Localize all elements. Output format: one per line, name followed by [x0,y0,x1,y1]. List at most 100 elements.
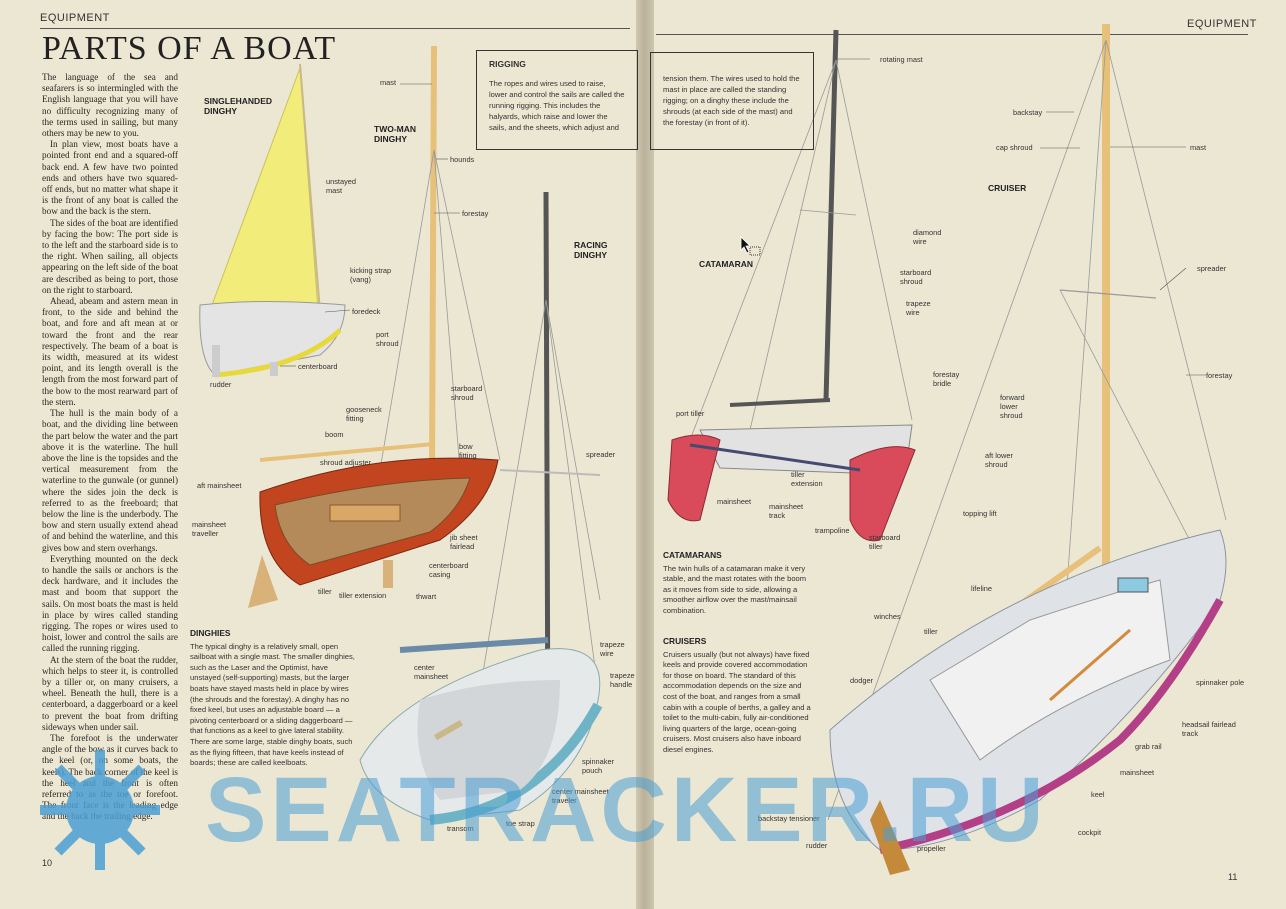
heading-catamaran: CATAMARAN [699,259,753,269]
label-kicking-strap: kicking strap (vang) [350,266,392,284]
label-topping-lift: topping lift [963,509,997,518]
page-title: PARTS OF A BOAT [42,30,337,67]
label-tiller-extension-cat: tiller extension [791,470,823,488]
body-paragraph: Ahead, abeam and astern mean in front, t… [42,296,178,407]
label-bow-fitting: bow fitting [459,442,477,460]
label-foredeck: foredeck [352,307,381,316]
body-paragraph: Everything mounted on the deck to handle… [42,553,178,654]
rigging-box-part2: tension them. The wires used to hold the… [650,52,814,150]
rigging-box-part1: RIGGING The ropes and wires used to rais… [476,50,638,150]
heading-two-man-dinghy: TWO-MAN DINGHY [374,124,417,144]
catamaran-illustration [667,29,916,542]
header-rule-left [40,28,630,29]
racing-dinghy-illustration [359,191,603,825]
label-cockpit: cockpit [1078,828,1102,837]
label-rotating-mast: rotating mast [880,55,923,64]
label-cap-shroud: cap shroud [996,143,1033,152]
label-lifeline: lifeline [971,584,992,593]
label-tiller-extension: tiller extension [339,591,387,600]
body-paragraph: The sides of the boat are identified by … [42,217,178,295]
cruiser-illustration [827,24,1227,875]
label-boom: boom [325,430,344,439]
label-hounds: hounds [450,155,475,164]
heading-singlehanded-dinghy: SINGLEHANDED DINGHY [204,96,273,116]
label-thwart: thwart [416,592,437,601]
rigging-text-2: tension them. The wires used to hold the… [663,74,800,127]
label-toe-strap: toe strap [506,819,535,828]
label-tiller-cruiser: tiller [924,627,938,636]
header-left: EQUIPMENT [40,12,110,24]
body-paragraph: The forefoot is the underwater angle of … [42,732,178,822]
label-propeller: propeller [917,844,946,853]
body-paragraph: The language of the sea and seafarers is… [42,72,178,139]
body-paragraph: In plan view, most boats have a pointed … [42,139,178,217]
label-center-mainsheet: center mainsheet [414,663,449,681]
label-centerboard: centerboard [298,362,338,371]
label-keel: keel [1091,790,1105,799]
label-mainsheet-cruiser: mainsheet [1120,768,1155,777]
label-starboard-shroud: starboard shroud [451,384,483,402]
header-rule-right [656,34,1248,35]
body-paragraph: At the stern of the boat the rudder, whi… [42,654,178,732]
leader-lines [280,58,1206,376]
label-grab-rail: grab rail [1135,742,1162,751]
label-spreader-cruiser: spreader [1197,264,1227,273]
label-mainsheet-traveller: mainsheet traveller [192,520,227,538]
label-backstay: backstay [1013,108,1043,117]
label-aft-lower-shroud: aft lower shroud [985,451,1013,469]
label-rudder-cruiser: rudder [806,841,828,850]
page-number-left: 10 [42,858,53,868]
cruisers-text: Cruisers usually (but not always) have f… [663,649,811,754]
label-shroud-adjuster: shroud adjuster [320,458,371,467]
label-mainsheet-cat: mainsheet [717,497,752,506]
label-center-mainsheet-traveler: center mainsheet traveler [552,787,609,805]
label-starboard-shroud-cat: starboard shroud [900,268,932,286]
label-headsail-fairlead-track: headsail fairlead track [1182,720,1236,738]
label-unstayed-mast: unstayed mast [326,177,356,195]
rigging-heading: RIGGING [489,59,526,69]
body-paragraph: The hull is the main body of a boat, and… [42,408,178,553]
body-text-column: The language of the sea and seafarers is… [42,72,178,823]
label-trapeze-handle: trapeze handle [610,671,635,689]
label-jib-sheet-fairlead: jib sheet fairlead [450,533,478,551]
dinghies-text: The typical dinghy is a relatively small… [190,641,355,768]
header-right: EQUIPMENT [1187,18,1257,30]
label-trapeze-wire-cat: trapeze wire [906,299,931,317]
two-man-dinghy-illustration [248,45,501,608]
label-port-shroud: port shroud [376,330,399,348]
label-tiller: tiller [318,587,332,596]
label-diamond-wire: diamond wire [913,228,942,246]
label-forward-lower-shroud: forward lower shroud [1000,393,1025,420]
rigging-text-1: The ropes and wires used to raise, lower… [489,79,625,132]
heading-racing-dinghy: RACING DINGHY [574,240,608,260]
label-trapeze-wire: trapeze wire [600,640,625,658]
heading-cruiser: CRUISER [988,183,1027,193]
label-mast: mast [380,78,397,87]
label-mainsheet-track: mainsheet track [769,502,804,520]
label-spreader: spreader [586,450,616,459]
label-port-tiller: port tiller [676,409,705,418]
mouse-cursor-icon [740,236,761,256]
label-aft-mainsheet: aft mainsheet [197,481,242,490]
label-spinnaker-pouch: spinnaker pouch [582,757,615,775]
book-gutter [636,0,654,909]
label-trampoline: trampoline [815,526,850,535]
label-rudder: rudder [210,380,232,389]
singlehanded-dinghy-illustration [199,63,346,378]
label-centerboard-casing: centerboard casing [429,561,469,579]
cruisers-heading: CRUISERS [663,636,707,646]
catamarans-section: CATAMARANS The twin hulls of a catamaran… [663,550,813,617]
label-gooseneck-fitting: gooseneck fitting [346,405,382,423]
label-spinnaker-pole: spinnaker pole [1196,678,1245,687]
cruisers-section: CRUISERS Cruisers usually (but not alway… [663,636,813,756]
label-winches: winches [874,612,901,621]
label-forestay-bridle: forestay bridle [933,370,960,388]
dinghies-heading: DINGHIES [190,628,231,638]
label-dodger: dodger [850,676,874,685]
catamarans-text: The twin hulls of a catamaran make it ve… [663,563,807,615]
label-forestay-cruiser: forestay [1206,371,1233,380]
page-number-right: 11 [1228,872,1238,882]
watermark-text: SEATRACKER.RU [205,759,1048,861]
